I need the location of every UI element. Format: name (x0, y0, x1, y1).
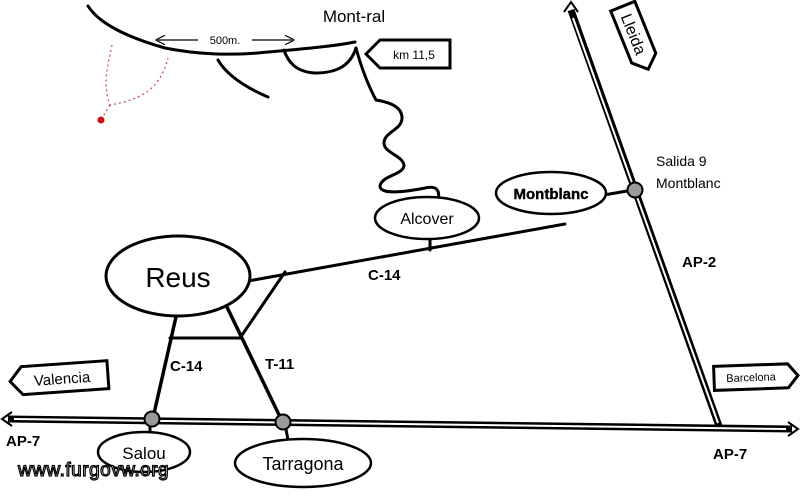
ap2-arrow-head (563, 0, 579, 13)
salou-city (96, 430, 192, 474)
km-sign-label: km 11,5 (393, 48, 435, 62)
ap7-label-right: AP-7 (713, 446, 747, 463)
c14-road-upper (246, 222, 567, 283)
winding-road (354, 46, 441, 202)
c14-road-lower (151, 306, 180, 420)
km-sign (363, 38, 452, 70)
dotted-trail (105, 44, 169, 106)
ap7-arrow-left (0, 411, 13, 427)
ap7-highway-center (13, 418, 787, 430)
c14-label-upper: C-14 (368, 267, 401, 284)
reus-label: Reus (145, 262, 210, 293)
mountain-loop-road (216, 58, 270, 99)
tarragona-junction (274, 413, 292, 431)
t11-bypass-road (238, 270, 287, 340)
hairpin-road (282, 46, 358, 75)
exit-label-line1: Salida 9 (656, 153, 707, 169)
salou-junction (143, 410, 161, 428)
ap2-highway-center (572, 17, 719, 424)
c14-label-lower: C-14 (170, 358, 203, 375)
watermark: www.furgovw.org (17, 460, 169, 481)
alcover-label: Alcover (400, 211, 454, 228)
ap7-arrow-right (787, 421, 800, 437)
barcelona-sign-label: Barcelona (726, 371, 777, 385)
reus-city (104, 234, 252, 318)
montblanc-exit-junction (626, 181, 644, 199)
alcover-city (373, 195, 481, 241)
tarragona-label: Tarragona (262, 454, 344, 474)
location-marker (97, 116, 105, 124)
montblanc-label: Montblanc (514, 186, 589, 203)
scale-label: 500m. (210, 35, 241, 47)
valencia-sign: Valencia (8, 359, 111, 397)
tarragona-city (233, 437, 373, 489)
salou-label: Salou (122, 444, 165, 463)
exit-label-line2: Montblanc (656, 175, 721, 191)
montblanc-city (494, 170, 608, 216)
mountain-road (86, 4, 357, 56)
t11-label: T-11 (265, 356, 294, 373)
t11-road (224, 303, 284, 423)
barcelona-sign: Barcelona (712, 362, 800, 392)
dotted-trail-branch (101, 104, 111, 119)
mont-ral-label: Mont-ral (323, 7, 385, 26)
ap2-label: AP-2 (682, 254, 716, 271)
valencia-sign-label: Valencia (33, 369, 91, 390)
lleida-sign: Lleida (608, 0, 658, 72)
ap7-label-left: AP-7 (6, 433, 40, 450)
